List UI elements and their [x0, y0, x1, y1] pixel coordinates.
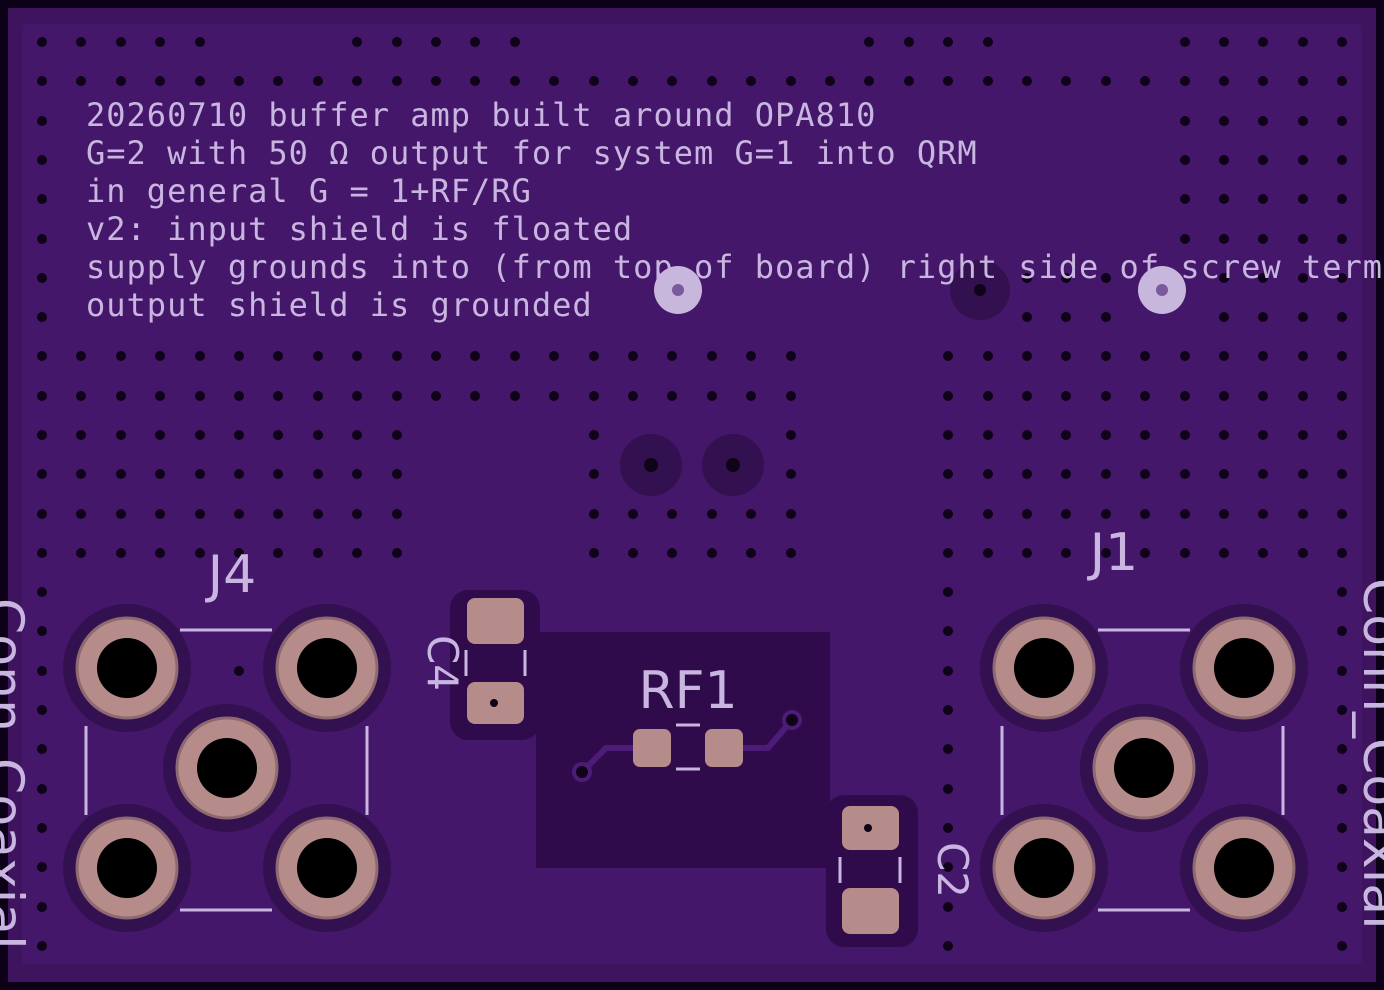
note-line-5: supply grounds into (from top of board) …: [86, 248, 1384, 286]
rf1-pad-2: [705, 729, 743, 767]
j4-reference: J4: [205, 545, 256, 605]
c2-pad-2: [842, 888, 899, 934]
c2-reference: C2: [928, 842, 977, 898]
note-line-6: output shield is grounded: [86, 286, 593, 324]
silkscreen-notes: 20260710 buffer amp built around OPA810 …: [86, 96, 1384, 324]
c2-footprint: C2: [838, 806, 977, 934]
note-line-4: v2: input shield is floated: [86, 210, 633, 248]
j4-connector: J4 Conn_Coaxial: [0, 545, 391, 950]
c4-pad-1: [467, 598, 524, 644]
j4-pad-5: [263, 804, 391, 932]
j1-pad-5: [1180, 804, 1308, 932]
j4-pad-3: [163, 704, 291, 832]
j4-pad-1: [63, 604, 191, 732]
j4-value: Conn_Coaxial: [0, 598, 33, 950]
note-line-2: G=2 with 50 Ω output for system G=1 into…: [86, 134, 978, 172]
via-field: [37, 37, 1347, 951]
c4-reference: C4: [418, 635, 467, 691]
j1-connector: J1 Conn_Coaxial: [980, 523, 1384, 932]
note-line-1: 20260710 buffer amp built around OPA810: [86, 96, 876, 134]
rf1-traces: [579, 718, 795, 775]
note-line-3: in general G = 1+RF/RG: [86, 172, 532, 210]
j1-pads: [980, 604, 1308, 932]
j1-value: Conn_Coaxial: [1351, 578, 1384, 930]
c4-footprint: C4: [418, 598, 527, 724]
j1-pad-3: [1080, 704, 1208, 832]
j1-pad-1: [980, 604, 1108, 732]
j1-pad-4: [980, 804, 1108, 932]
j1-reference: J1: [1087, 523, 1138, 583]
j4-pad-4: [63, 804, 191, 932]
rf1-footprint: RF1: [633, 661, 743, 771]
j1-pad-2: [1180, 604, 1308, 732]
j4-pad-2: [263, 604, 391, 732]
j4-pads: [63, 604, 391, 932]
rf1-reference: RF1: [638, 661, 737, 721]
mounting-holes: [620, 260, 1186, 496]
rf1-pad-1: [633, 729, 671, 767]
